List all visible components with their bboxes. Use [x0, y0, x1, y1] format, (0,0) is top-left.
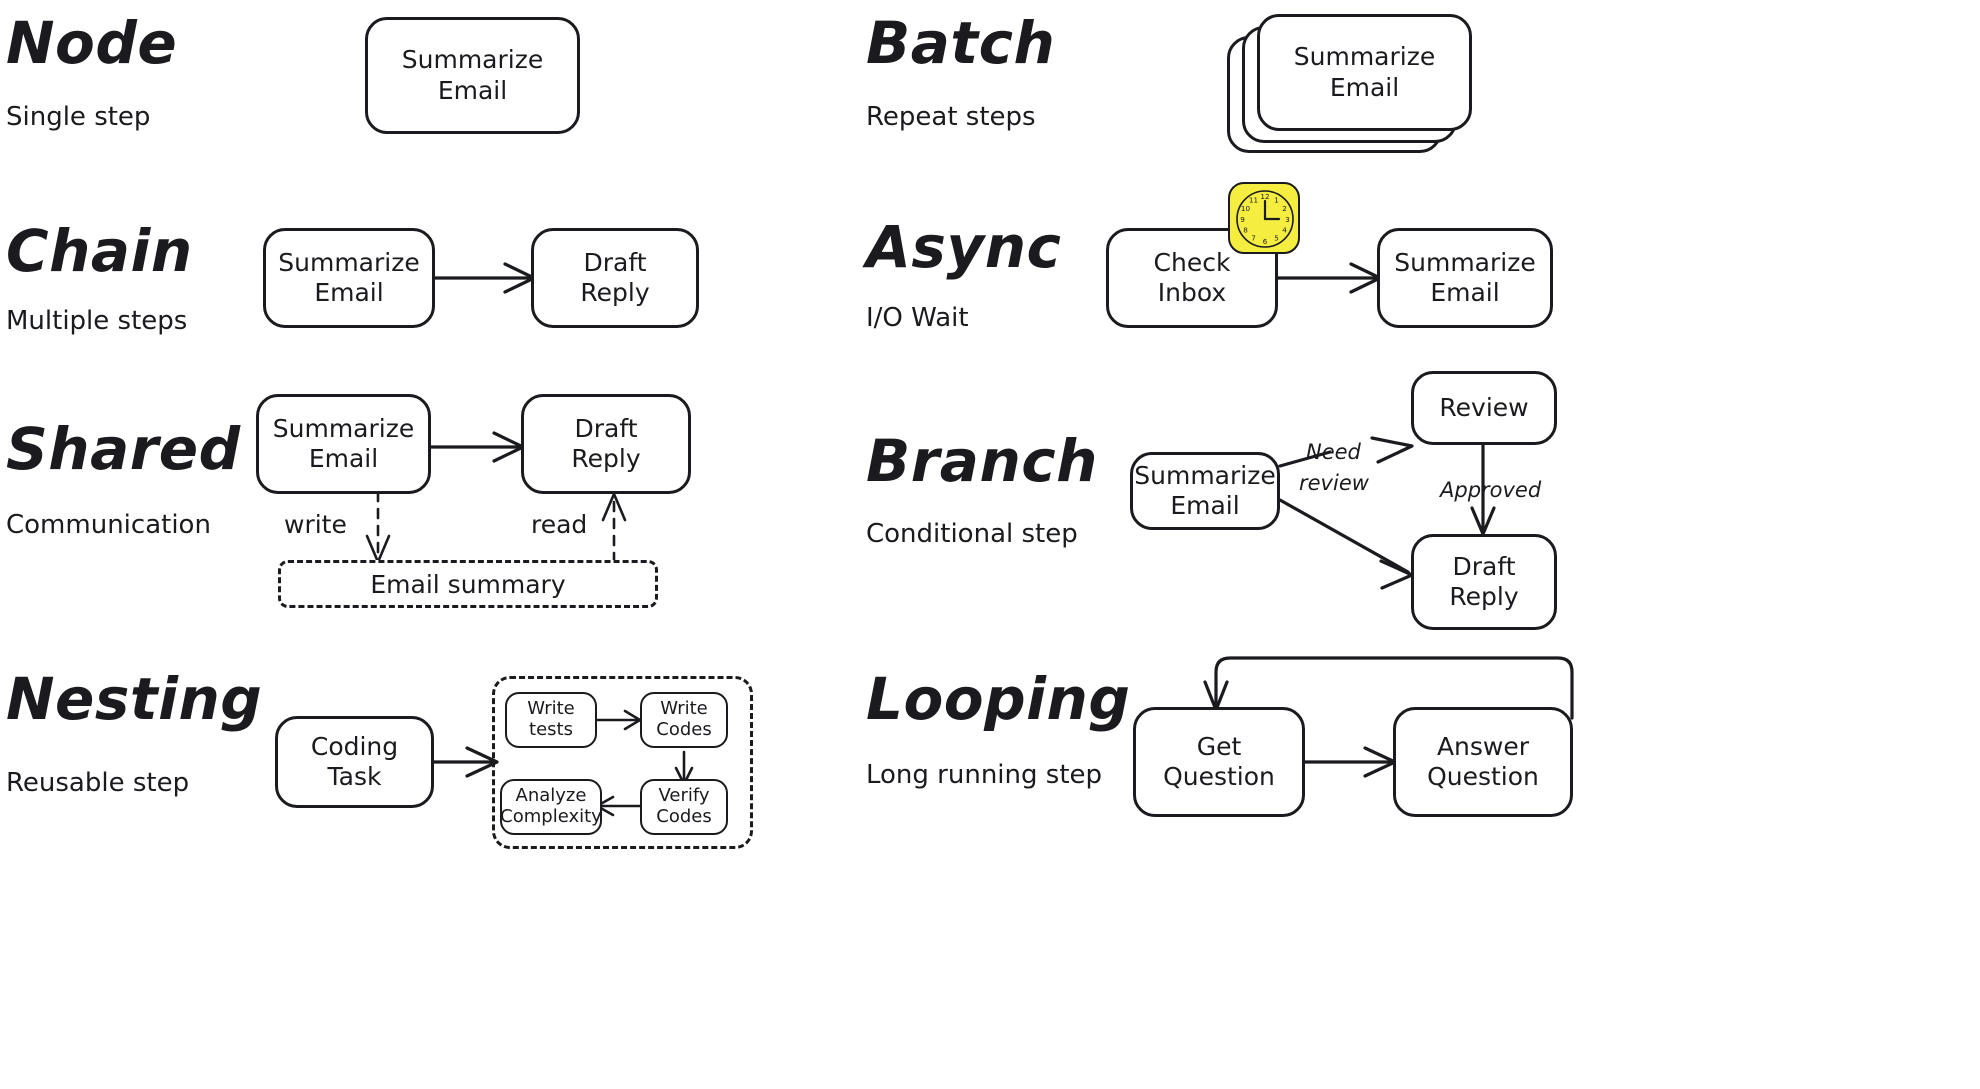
node-line: Verify — [658, 785, 710, 807]
node-line: Reply — [580, 278, 650, 307]
section-title-async: Async — [866, 213, 1062, 281]
node-line: Email — [437, 75, 508, 105]
node-line: tests — [529, 719, 573, 740]
node-line: Draft — [583, 247, 647, 277]
node-line: Summarize — [1134, 460, 1276, 490]
node-line: Complexity — [500, 806, 602, 827]
node-draft-reply[interactable]: Draft Reply — [521, 394, 691, 494]
node-line: Summarize — [401, 45, 544, 74]
section-title-batch: Batch — [866, 9, 1056, 77]
node-line: Question — [1163, 762, 1275, 791]
section-subtitle-batch: Repeat steps — [866, 102, 1036, 132]
edge-label-write: write — [284, 510, 347, 539]
node-line: Reply — [1449, 582, 1519, 611]
node-line: Task — [327, 762, 382, 791]
section-title-looping: Looping — [866, 665, 1131, 733]
node-line: Reply — [571, 444, 641, 473]
chain-arrow — [433, 262, 536, 294]
node-summarize-email[interactable]: Summarize Email — [256, 394, 431, 494]
svg-text:11: 11 — [1249, 196, 1258, 205]
section-subtitle-async: I/O Wait — [866, 303, 969, 333]
section-title-node: Node — [6, 9, 178, 77]
node-write-codes[interactable]: Write Codes — [640, 692, 728, 748]
section-subtitle-chain: Multiple steps — [6, 306, 188, 336]
node-line: Answer — [1436, 731, 1530, 761]
section-title-nesting: Nesting — [6, 665, 263, 733]
shared-write-arrow — [365, 490, 391, 564]
node-line: Question — [1427, 762, 1539, 791]
node-line: Email — [314, 278, 384, 307]
section-subtitle-branch: Conditional step — [866, 519, 1078, 549]
svg-text:3: 3 — [1285, 215, 1290, 224]
svg-text:5: 5 — [1274, 234, 1279, 243]
node-line: Codes — [656, 806, 712, 827]
section-subtitle-looping: Long running step — [866, 760, 1103, 790]
node-line: Summarize — [1394, 247, 1536, 277]
svg-text:7: 7 — [1251, 234, 1256, 243]
edge-label-approved: Approved — [1440, 478, 1542, 502]
edge-label-review: review — [1299, 471, 1369, 495]
shared-main-arrow — [428, 431, 525, 463]
section-title-chain: Chain — [6, 217, 193, 285]
node-summarize-email[interactable]: Summarize Email — [365, 17, 580, 134]
section-subtitle-nesting: Reusable step — [6, 768, 190, 798]
node-summarize-email[interactable]: Summarize Email — [1257, 14, 1472, 131]
svg-text:4: 4 — [1282, 226, 1287, 235]
node-line: Summarize — [1293, 42, 1436, 71]
section-subtitle-node: Single step — [6, 102, 151, 132]
node-line: Write — [660, 698, 708, 720]
node-line: Email — [1430, 278, 1500, 307]
node-line: Email — [1170, 491, 1240, 520]
nesting-entry-arrow — [432, 746, 499, 778]
node-review[interactable]: Review — [1411, 371, 1557, 445]
looping-forward-arrow — [1303, 746, 1397, 778]
node-get-question[interactable]: Get Question — [1133, 707, 1305, 817]
section-title-shared: Shared — [6, 415, 241, 483]
svg-text:2: 2 — [1282, 204, 1287, 213]
node-draft-reply[interactable]: Draft Reply — [531, 228, 699, 328]
node-line: Coding — [310, 731, 399, 761]
node-verify-codes[interactable]: Verify Codes — [640, 779, 728, 835]
node-line: Inbox — [1157, 278, 1227, 307]
node-line: Write — [527, 698, 575, 720]
node-line: Summarize — [272, 413, 415, 443]
svg-text:1: 1 — [1274, 196, 1279, 205]
edge-label-read: read — [531, 510, 588, 539]
shared-store-email-summary[interactable]: Email summary — [278, 560, 658, 608]
node-line: Review — [1439, 392, 1529, 422]
svg-text:8: 8 — [1243, 226, 1248, 235]
svg-text:6: 6 — [1263, 237, 1268, 246]
node-line: Draft — [1452, 551, 1516, 581]
node-line: Summarize — [278, 247, 420, 277]
shared-read-arrow — [601, 492, 627, 564]
branch-to-draft-arrow — [1278, 498, 1414, 590]
async-arrow — [1276, 262, 1382, 294]
node-line: Get — [1196, 731, 1242, 761]
node-summarize-email[interactable]: Summarize Email — [1377, 228, 1553, 328]
node-line: Check — [1153, 247, 1231, 277]
node-line: Draft — [574, 413, 638, 443]
node-coding-task[interactable]: Coding Task — [275, 716, 434, 808]
section-subtitle-shared: Communication — [6, 510, 211, 540]
node-answer-question[interactable]: Answer Question — [1393, 707, 1573, 817]
node-analyze-complexity[interactable]: Analyze Complexity — [500, 779, 602, 835]
clock-icon: 12 1 2 3 4 5 6 7 8 9 10 11 — [1228, 182, 1300, 254]
node-line: Codes — [656, 719, 712, 740]
node-line: Analyze — [515, 785, 587, 807]
node-line: Email — [1329, 72, 1400, 102]
section-title-branch: Branch — [866, 427, 1098, 495]
node-line: Email — [308, 444, 379, 473]
node-draft-reply[interactable]: Draft Reply — [1411, 534, 1557, 630]
edge-label-need: Need — [1306, 440, 1361, 464]
svg-text:12: 12 — [1260, 192, 1269, 201]
svg-text:10: 10 — [1241, 204, 1251, 213]
svg-text:9: 9 — [1240, 215, 1245, 224]
store-label: Email summary — [370, 569, 566, 599]
node-write-tests[interactable]: Write tests — [505, 692, 597, 748]
node-summarize-email[interactable]: Summarize Email — [1130, 452, 1280, 530]
node-summarize-email[interactable]: Summarize Email — [263, 228, 435, 328]
